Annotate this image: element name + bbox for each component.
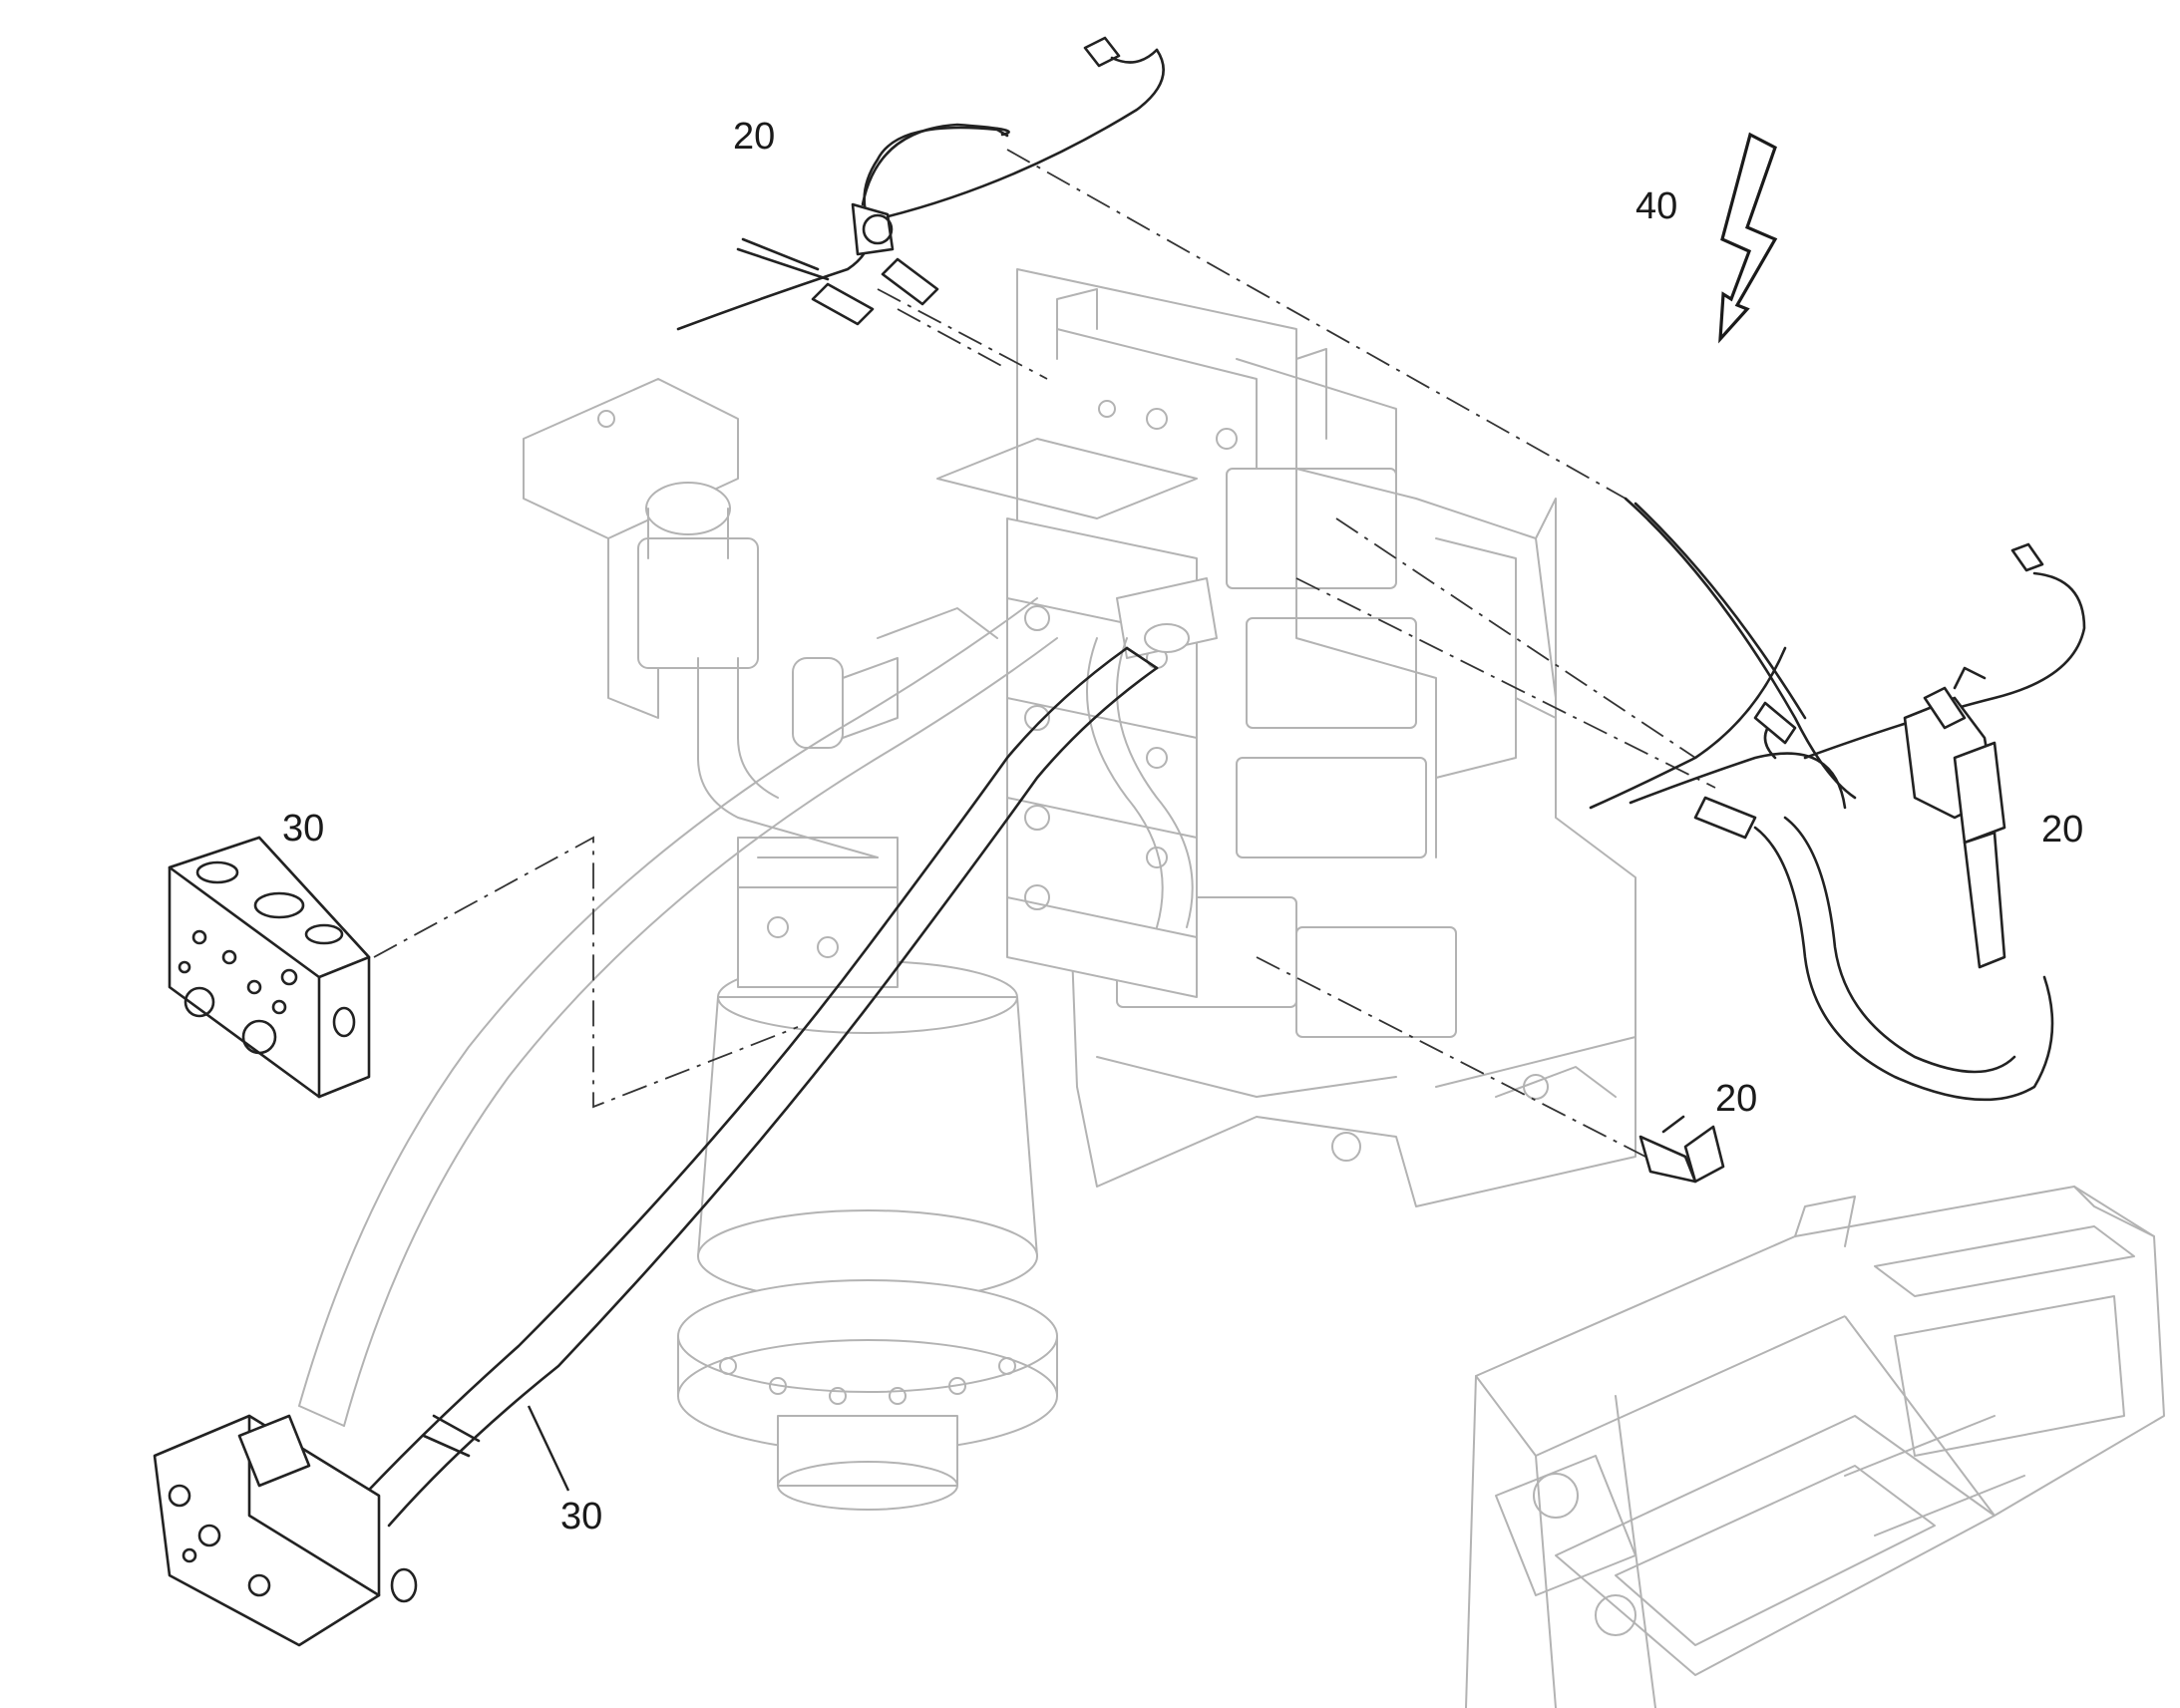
- part-20-fitting[interactable]: [1638, 1115, 1725, 1184]
- swing-gearbox: [677, 837, 1058, 1511]
- undercarriage-frame: [1465, 1186, 2165, 1708]
- filter-bracket: [523, 378, 879, 858]
- callout-30-block: 30: [282, 808, 325, 850]
- leader-line-30-hose: [527, 1405, 570, 1492]
- part-20-harness-right[interactable]: [1589, 497, 2086, 1102]
- context-hose-left: [298, 597, 1058, 1427]
- callout-40: 40: [1635, 185, 1678, 227]
- callout-20-top: 20: [733, 116, 776, 158]
- part-20-harness-top[interactable]: [676, 36, 1165, 331]
- callout-30-hose: 30: [560, 1496, 603, 1537]
- part-30-valve-block[interactable]: [168, 836, 371, 1099]
- solenoid-valve: [792, 607, 998, 749]
- hose-bracket: [1086, 577, 1218, 928]
- callout-20-right: 20: [2041, 809, 2084, 851]
- part-30-hose[interactable]: [153, 646, 1159, 1647]
- lightning-bolt-icon: [1718, 132, 1778, 344]
- assembly-lines: [373, 149, 1716, 1158]
- callout-20-fitting: 20: [1715, 1078, 1758, 1120]
